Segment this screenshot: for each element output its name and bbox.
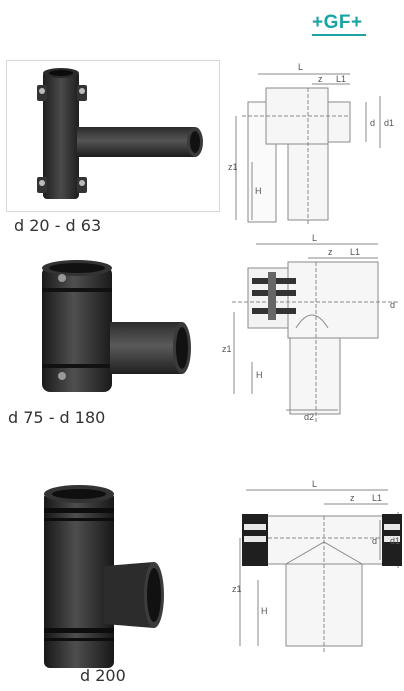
logo-underline <box>312 34 366 36</box>
dim-L: L <box>312 233 317 243</box>
electrofusion-tee-small-icon <box>37 68 203 199</box>
dim-z1: z1 <box>222 344 232 354</box>
dim-z: z <box>328 247 333 257</box>
dim-H: H <box>256 370 263 380</box>
dim-H: H <box>261 606 268 616</box>
electrofusion-tee-medium-icon <box>42 260 191 392</box>
dim-L1: L1 <box>372 493 382 503</box>
dim-z: z <box>350 493 355 503</box>
technical-drawing-3: L z L1 d d1 z1 H <box>232 480 404 656</box>
electrofusion-tee-large-icon <box>44 485 164 668</box>
technical-drawing-1: L z L1 d d1 z1 H <box>228 58 402 228</box>
dim-L1: L1 <box>336 74 346 84</box>
technical-drawing-2: L z L1 d z1 H d2 <box>220 232 404 424</box>
dim-z1: z1 <box>228 162 238 172</box>
dim-H: H <box>255 186 262 196</box>
product-caption-2: d 75 - d 180 <box>8 408 106 427</box>
product-caption-1: d 20 - d 63 <box>14 216 102 235</box>
product-caption-3: d 200 <box>80 666 126 685</box>
product-photo-1 <box>6 60 220 212</box>
dim-d1: d1 <box>390 536 400 546</box>
dim-z: z <box>318 74 323 84</box>
product-photo-3 <box>24 478 196 674</box>
dim-L: L <box>312 480 317 489</box>
dim-L: L <box>298 62 303 72</box>
dim-d: d <box>390 300 395 310</box>
dim-d1: d1 <box>384 118 394 128</box>
gf-logo: +GF+ <box>312 12 363 33</box>
dim-d: d <box>370 118 375 128</box>
dim-L1: L1 <box>350 247 360 257</box>
product-photo-2 <box>14 252 214 402</box>
dim-d2: d2 <box>304 412 314 422</box>
dim-z1: z1 <box>232 584 242 594</box>
dim-d: d <box>372 536 377 546</box>
